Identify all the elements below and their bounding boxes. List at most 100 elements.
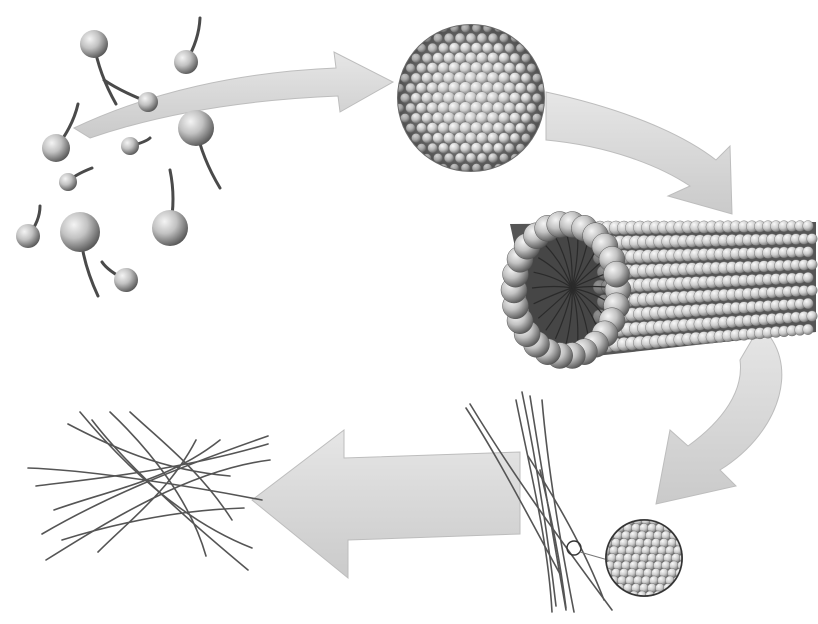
zoom-head-group [661, 591, 670, 600]
amphiphile-molecule [121, 137, 150, 155]
micelle-head-group [449, 143, 460, 154]
zoom-head-group [671, 523, 680, 532]
cylinder-head-group [803, 298, 814, 309]
micelle-head-group [483, 164, 492, 173]
micelle-head-group [516, 144, 525, 153]
micelle-head-group [411, 73, 421, 83]
arrow-fibers-to-network [252, 430, 520, 578]
micelle-head-group [395, 84, 404, 93]
micelle-head-group [499, 33, 508, 42]
micelle-head-group [411, 53, 420, 62]
cylinder-head-group [803, 221, 814, 232]
micelle-head-group [444, 33, 454, 43]
cylinder-head-group [807, 259, 818, 270]
micelle-head-group [505, 43, 515, 53]
micelle-head-group [438, 43, 448, 53]
micelle-head-group [487, 132, 498, 143]
micelle-head-group [499, 153, 508, 162]
magnified-region-marker [567, 541, 581, 555]
micelle-head-group [400, 93, 409, 102]
micelle-head-group [438, 122, 450, 134]
micelle-head-group [498, 112, 510, 124]
micelle-head-group [476, 132, 487, 143]
micelle-head-group [406, 103, 416, 113]
micelle-head-group [460, 143, 471, 154]
cylinder-rim-head [604, 261, 630, 287]
micelle-head-group [428, 43, 438, 53]
micelle-head-group [433, 33, 442, 42]
micelle-head-group [466, 153, 476, 163]
micelle-head-group [488, 33, 498, 43]
micelle-head-group [422, 53, 432, 63]
zoom-head-group [671, 583, 680, 592]
micelle-head-group [433, 53, 444, 64]
micelle-head-group [443, 52, 454, 63]
arrow-micelle-to-cylinder [546, 92, 732, 214]
micelle-head-group [416, 123, 426, 133]
micelle-head-group [515, 123, 525, 133]
micelle-head-group [421, 92, 432, 103]
micelle-head-group [416, 83, 427, 94]
micelle-head-group [482, 143, 493, 154]
micelle-head-group [527, 103, 537, 113]
micelle-head-group [450, 164, 459, 173]
zoom-head-group [617, 516, 626, 525]
amphiphile-molecule [174, 18, 200, 74]
micelle-head-group [471, 143, 482, 154]
micelle-head-group [477, 153, 487, 163]
fiber-network [28, 412, 270, 570]
micelle-head-group [428, 143, 438, 153]
cylinder-head-group [807, 234, 818, 245]
micelle-head-group [505, 143, 515, 153]
micelle-head-group [395, 104, 404, 113]
micelle-head-group [417, 44, 426, 53]
micelle-head-group [499, 133, 510, 144]
micelle-head-group [477, 33, 487, 43]
micelle-head-group [482, 122, 494, 134]
micelle-head-group [521, 73, 531, 83]
micelle-head-group [406, 123, 415, 132]
micelle-head-group [427, 63, 438, 74]
micelle-head-group [515, 103, 526, 114]
micelle-head-group [443, 132, 454, 143]
amphiphile-molecule [42, 104, 78, 162]
amphiphile-molecule [178, 110, 220, 188]
micelle-head-group [427, 123, 438, 134]
micelle-head-group [471, 43, 482, 54]
cylinder-head-group [807, 311, 818, 322]
micelle-head-group [483, 24, 492, 33]
micelle-head-group [510, 53, 520, 63]
micelle-head-group [411, 93, 421, 103]
micelle-head-group [406, 83, 416, 93]
cylinder-head-group [803, 324, 814, 335]
amphiphile-molecule [80, 30, 116, 104]
micelle-head-group [400, 73, 409, 82]
cylinder-head-group [807, 285, 818, 296]
micelle-head-group [527, 123, 536, 132]
micelle-head-group [422, 133, 432, 143]
micelle-head-group [411, 133, 420, 142]
micelle-head-group [449, 43, 460, 54]
micelle-head-group [504, 63, 515, 74]
micelle-head-group [488, 153, 498, 163]
micelle-head-group [521, 133, 530, 142]
micelle-head-group [406, 63, 415, 72]
micelle-head-group [510, 73, 521, 84]
arrow-monomers-to-micelle [74, 52, 393, 138]
micelle-head-group [438, 143, 448, 153]
micelle-head-group [521, 93, 531, 103]
micelle-head-group [416, 63, 426, 73]
micelle-head-group [532, 73, 541, 82]
spherical-micelle [395, 24, 547, 173]
micelle-head-group [493, 143, 503, 153]
micelle-head-group [521, 113, 531, 123]
micelle-head-group [433, 153, 442, 162]
micelle-head-group [521, 53, 530, 62]
micelle-head-group [455, 153, 465, 163]
zoom-head-group [681, 546, 690, 555]
micelle-head-group [487, 52, 498, 63]
amphiphile-molecule [102, 262, 138, 292]
amphiphile-molecule [16, 206, 40, 248]
